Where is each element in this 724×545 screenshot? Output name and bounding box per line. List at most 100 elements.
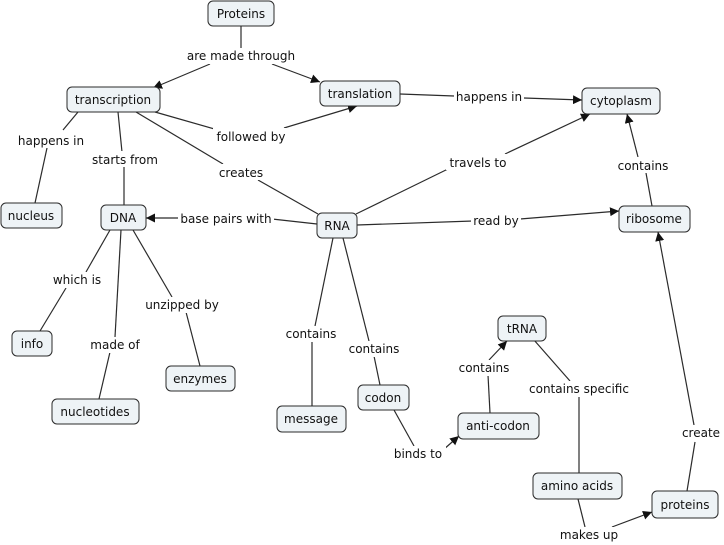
edge-create-to-ribosome <box>655 231 695 426</box>
link-label-makes-up: makes up <box>560 528 618 542</box>
link-label-contains-codon: contains <box>349 342 400 356</box>
concept-nucleus[interactable]: nucleus <box>0 202 63 229</box>
linking-phrases: are made through happens in happens in f… <box>16 48 722 543</box>
link-label-contains-trna: contains <box>459 361 510 375</box>
edge-contains-to-trna <box>488 340 508 361</box>
edge-label-to-nucleus <box>34 147 48 204</box>
concept-translation[interactable]: translation <box>319 80 401 107</box>
edge-dna-to-unzipped <box>132 229 173 298</box>
concept-label-rna: RNA <box>324 219 350 233</box>
concept-label-info: info <box>21 337 44 351</box>
link-contains-specific: contains specific <box>526 381 632 397</box>
link-label-contains-message: contains <box>286 327 337 341</box>
edge-travels-to-cytoplasm <box>504 113 591 155</box>
concept-label-proteins-top: Proteins <box>217 7 265 21</box>
edge-rna-to-contains-codon <box>342 237 370 342</box>
concept-info[interactable]: info <box>11 330 53 357</box>
edge-dna-to-whichis <box>85 229 111 273</box>
link-contains-message: contains <box>283 326 339 342</box>
link-unzipped-by: unzipped by <box>142 297 222 313</box>
link-label-create: create <box>682 426 720 440</box>
edge-transcription-to-creates <box>135 111 224 165</box>
link-label-contains-cytoplasm: contains <box>618 159 669 173</box>
concept-amino-acids[interactable]: amino acids <box>532 472 623 500</box>
concept-label-dna: DNA <box>110 211 137 225</box>
edge-readby-to-ribosome <box>519 207 620 220</box>
link-binds-to: binds to <box>390 446 446 462</box>
concept-proteins-bottom[interactable]: proteins <box>651 490 719 519</box>
link-contains-codon: contains <box>346 341 402 357</box>
edge-anticodon-to-contains <box>487 374 491 414</box>
concept-label-amino-acids: amino acids <box>541 479 613 493</box>
link-create: create <box>680 425 722 441</box>
link-happens-in-translation: happens in <box>454 89 524 105</box>
concept-codon[interactable]: codon <box>357 384 410 411</box>
concept-rna[interactable]: RNA <box>316 212 358 239</box>
concept-ribosome[interactable]: ribosome <box>618 205 691 233</box>
link-label-starts-from: starts from <box>92 153 158 167</box>
edge-translation-to-label <box>399 93 455 97</box>
edges <box>34 26 696 528</box>
link-creates: creates <box>216 164 266 180</box>
concept-label-proteins-bottom: proteins <box>661 498 710 512</box>
concept-label-ribosome: ribosome <box>626 212 682 226</box>
concept-label-message: message <box>284 412 338 426</box>
concept-label-cytoplasm: cytoplasm <box>590 94 652 108</box>
link-makes-up: makes up <box>557 527 621 543</box>
link-label-followed-by: followed by <box>217 130 286 144</box>
concept-cytoplasm[interactable]: cytoplasm <box>581 87 661 115</box>
edge-label-to-transcription <box>152 63 211 89</box>
edge-transcription-to-starts <box>117 111 123 153</box>
link-label-made-of: made of <box>90 338 140 352</box>
link-followed-by: followed by <box>213 128 289 144</box>
link-label-travels-to: travels to <box>450 156 507 170</box>
link-travels-to: travels to <box>446 154 510 170</box>
link-label-contains-specific: contains specific <box>529 382 629 396</box>
link-happens-in-nucleus: happens in <box>16 132 86 148</box>
link-are-made-through: are made through <box>183 48 301 64</box>
edge-contains-to-cytoplasm <box>624 113 639 158</box>
edge-rna-to-readby <box>356 220 474 226</box>
edge-aminoacids-to-makesup <box>577 498 586 528</box>
edge-dna-to-madeof <box>114 229 122 338</box>
edge-transcription-to-label <box>62 111 79 131</box>
link-made-of: made of <box>87 337 143 353</box>
link-which-is: which is <box>49 272 105 288</box>
edge-madeof-to-nucleotides <box>98 351 111 400</box>
link-base-pairs-with: base pairs with <box>178 211 274 227</box>
concept-transcription[interactable]: transcription <box>66 86 161 113</box>
concept-dna[interactable]: DNA <box>100 204 147 231</box>
concept-proteins-top[interactable]: Proteins <box>207 0 275 27</box>
concept-label-codon: codon <box>365 391 402 405</box>
edge-contains-to-codon <box>373 355 381 386</box>
link-label-read-by: read by <box>473 214 519 228</box>
link-label-creates: creates <box>219 166 263 180</box>
concept-anti-codon[interactable]: anti-codon <box>457 412 540 440</box>
concept-trna[interactable]: tRNA <box>497 315 547 342</box>
link-contains-trna: contains <box>456 360 512 376</box>
edge-whichis-to-info <box>39 287 67 332</box>
edge-rna-to-basepairs <box>271 218 318 225</box>
concept-label-nucleus: nucleus <box>8 209 54 223</box>
edge-rna-to-contains-message <box>314 237 334 327</box>
concept-message[interactable]: message <box>276 405 347 433</box>
concept-label-transcription: transcription <box>75 93 151 107</box>
edge-label-to-translation <box>271 63 321 84</box>
link-label-binds-to: binds to <box>394 447 442 461</box>
link-label-base-pairs-with: base pairs with <box>180 212 271 226</box>
edge-makesup-to-proteins <box>611 510 653 528</box>
edge-followed-to-translation <box>283 104 358 129</box>
link-starts-from: starts from <box>89 151 161 167</box>
concept-nucleotides[interactable]: nucleotides <box>51 398 140 425</box>
concept-label-trna: tRNA <box>507 322 538 336</box>
concept-label-anti-codon: anti-codon <box>466 419 530 433</box>
link-label-are-made-through: are made through <box>187 49 295 63</box>
edge-codon-to-binds <box>393 409 415 447</box>
edge-proteins-to-create <box>686 441 696 492</box>
edge-unzipped-to-enzymes <box>185 311 201 367</box>
edge-transcription-to-followed <box>154 111 219 131</box>
concept-enzymes[interactable]: enzymes <box>165 365 236 392</box>
link-contains-cytoplasm: contains <box>615 157 671 173</box>
concept-label-enzymes: enzymes <box>173 372 227 386</box>
